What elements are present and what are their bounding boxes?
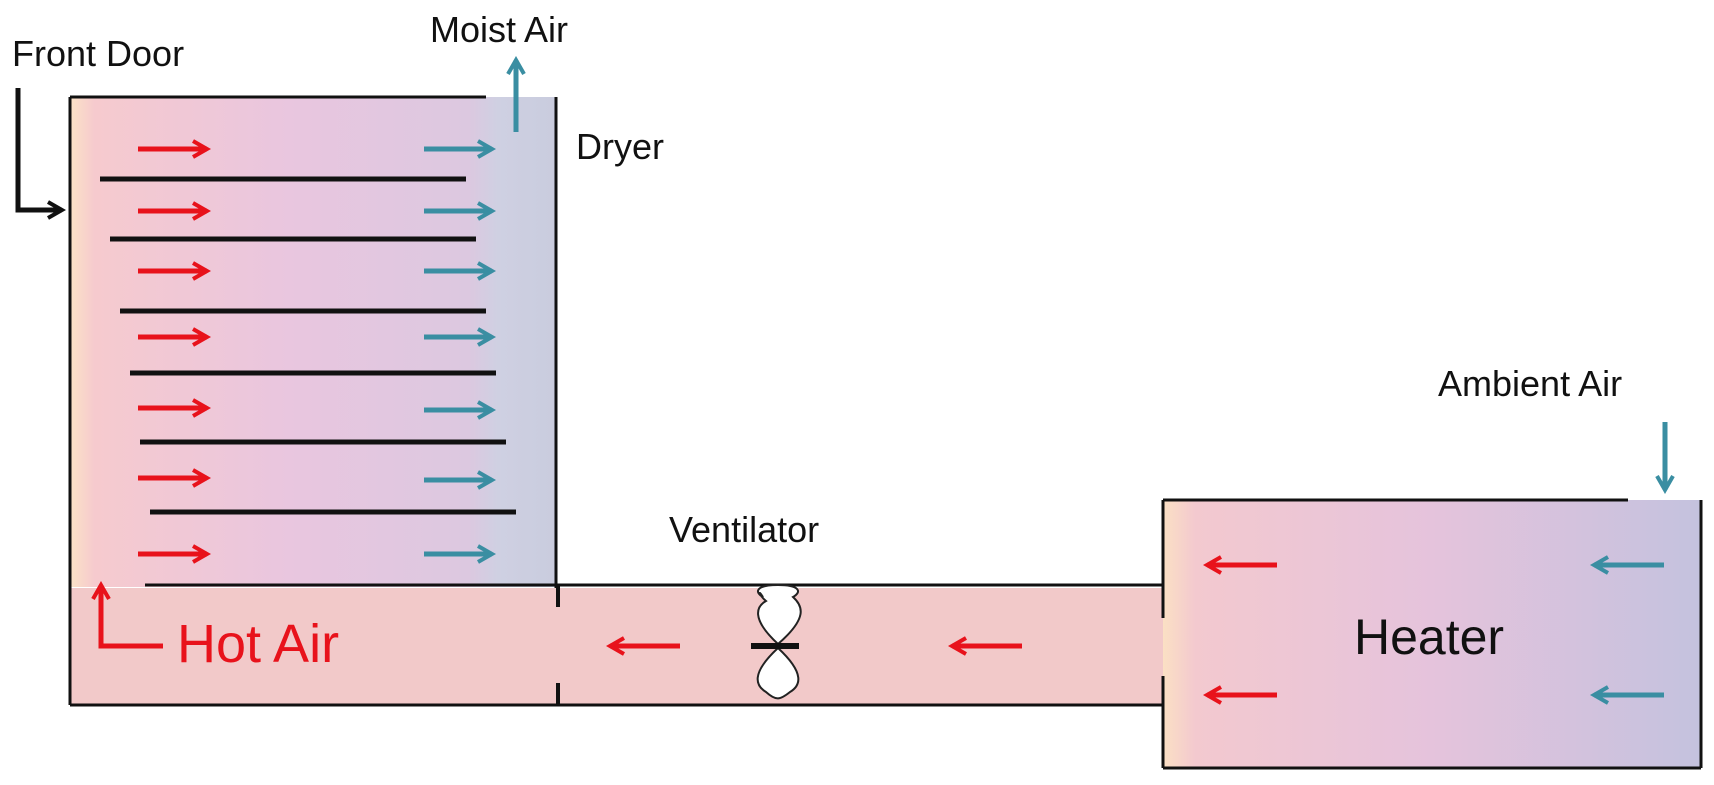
- hot-air-indicator-arrow-icon: [91, 580, 163, 649]
- hot-air-flow-arrows: [138, 139, 212, 564]
- heater-fill: [1163, 500, 1701, 768]
- heater-box: [1161, 498, 1703, 770]
- drying-trays: [100, 176, 516, 515]
- hot-air-label: Hot Air: [177, 614, 339, 674]
- fan-blade-top: [756, 583, 802, 646]
- moist-air-flow-arrows: [424, 139, 497, 564]
- heater-label: Heater: [1354, 609, 1504, 665]
- fan-icon: [751, 583, 802, 700]
- fan-blade-bottom: [756, 646, 800, 700]
- ventilator-label: Ventilator: [669, 509, 819, 550]
- moist-air-label: Moist Air: [430, 9, 568, 50]
- heater-flow-arrows: [1202, 555, 1664, 705]
- front-door-arrow-icon: [15, 88, 67, 220]
- ambient-air-label: Ambient Air: [1438, 363, 1622, 404]
- front-door-label: Front Door: [12, 33, 184, 74]
- dryer-label: Dryer: [576, 126, 664, 167]
